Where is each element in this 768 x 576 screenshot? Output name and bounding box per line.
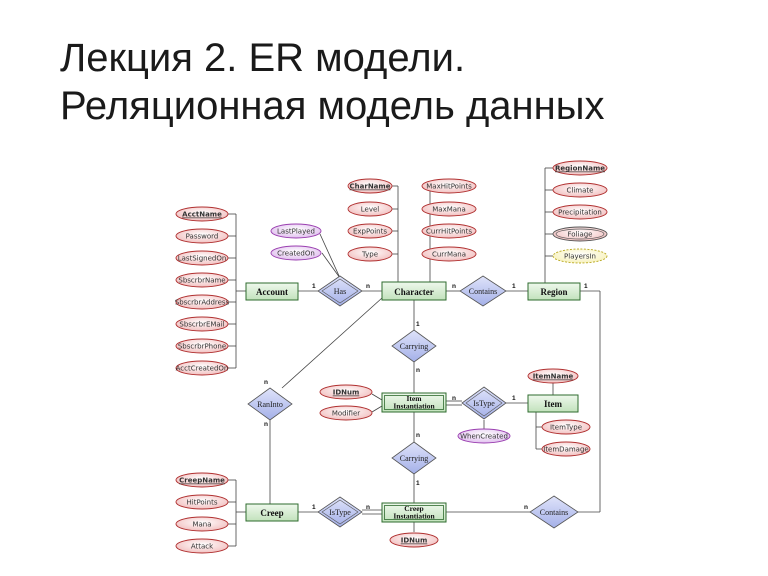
attr-lastsignedon: LastSignedOn xyxy=(178,255,227,263)
attr-itemname: ItemName xyxy=(533,373,574,381)
card-carrying-character: 1 xyxy=(416,321,420,328)
attributes-item-instantiation: IDNum Modifier xyxy=(319,384,373,421)
slide-title: Лекция 2. ER модели. Реляционная модель … xyxy=(60,34,740,130)
attributes-istype-item: WhenCreated xyxy=(457,428,511,444)
entity-region: Region xyxy=(527,282,581,301)
attributes-account: AcctName Password LastSignedOn SbscrbrNa… xyxy=(175,206,230,376)
attr-sbscrbraddress: SbscrbrAddress xyxy=(175,299,230,307)
attr-mana: Mana xyxy=(192,521,211,529)
attr-acctname: AcctName xyxy=(182,211,222,219)
relationship-contains-bottom: Contains xyxy=(529,495,579,529)
relationship-contains-top-label: Contains xyxy=(469,287,497,296)
attr-acctcreatedon: AcctCreatedOn xyxy=(176,365,229,373)
card-istype2-creepinst: n xyxy=(366,504,370,511)
attr-creepname: CreepName xyxy=(179,477,225,485)
attr-itemdamage: ItemDamage xyxy=(543,446,588,454)
attr-idnum-item: IDNum xyxy=(333,389,360,397)
attr-itemtype: ItemType xyxy=(550,424,582,432)
entity-character: Character xyxy=(381,281,447,301)
attr-climate: Climate xyxy=(567,187,594,195)
entity-account: Account xyxy=(245,282,299,301)
card-has-account: 1 xyxy=(312,283,316,290)
attr-whencreated: WhenCreated xyxy=(460,433,508,441)
attr-currhitpoints: CurrHitPoints xyxy=(426,228,472,236)
card-istype2-creep: 1 xyxy=(312,504,316,511)
attr-precipitation: Precipitation xyxy=(558,209,602,217)
entity-creep: Creep xyxy=(245,503,299,522)
attr-currmana: CurrMana xyxy=(432,251,466,259)
card-contains2-creepinst: n xyxy=(524,504,528,511)
relationship-istype-creep: IsType xyxy=(317,496,363,528)
card-has-character: n xyxy=(366,283,370,290)
attr-password: Password xyxy=(186,233,219,241)
attr-level: Level xyxy=(361,206,380,214)
entity-creep-label: Creep xyxy=(260,508,283,518)
attributes-has: LastPlayed CreatedOn xyxy=(270,223,322,261)
attr-sbscrbrphone: SbscrbrPhone xyxy=(178,343,226,351)
attributes-character-left: CharName Level ExpPoints Type xyxy=(347,178,393,262)
attr-attack: Attack xyxy=(191,543,214,551)
attr-hitpoints: HitPoints xyxy=(187,499,218,507)
card-contains2-region: 1 xyxy=(584,283,588,290)
attr-idnum-creep: IDNum xyxy=(401,537,428,545)
connector-lines xyxy=(228,167,601,547)
attr-sbscrbrname: SbscrbrName xyxy=(178,277,225,285)
slide-title-line2: Реляционная модель данных xyxy=(60,84,605,128)
relationship-contains-bottom-label: Contains xyxy=(540,508,568,517)
attr-regionname: RegionName xyxy=(555,165,605,173)
relationship-contains-top: Contains xyxy=(459,275,507,307)
entity-region-label: Region xyxy=(541,287,568,297)
attr-maxmana: MaxMana xyxy=(432,206,466,214)
card-contains-character: n xyxy=(452,283,456,290)
attr-exppoints: ExpPoints xyxy=(353,228,387,236)
cardinalities: 1 n n 1 1 n n n n 1 n 1 1 n n 1 xyxy=(264,283,588,511)
attr-maxhitpoints: MaxHitPoints xyxy=(426,183,472,191)
card-contains-region: 1 xyxy=(512,283,516,290)
card-carrying-item: n xyxy=(416,367,420,374)
relationship-istype-creep-label: IsType xyxy=(329,508,351,517)
attr-createdon: CreatedOn xyxy=(277,250,315,258)
attr-lastplayed: LastPlayed xyxy=(277,228,315,236)
card-carrying2-creepinst: 1 xyxy=(416,480,420,487)
relationship-has-label: Has xyxy=(334,287,346,296)
attributes-creep-instantiation: IDNum xyxy=(389,532,439,548)
relationship-carrying-bottom-label: Carrying xyxy=(400,454,428,463)
relationship-raninto-label: RanInto xyxy=(257,400,283,409)
card-istype-iteminst: n xyxy=(452,395,456,402)
attributes-creep: CreepName HitPoints Mana Attack xyxy=(175,472,229,554)
attributes-character-right: MaxHitPoints MaxMana CurrHitPoints CurrM… xyxy=(421,178,477,262)
card-carrying2-iteminst: n xyxy=(416,432,420,439)
card-istype-item: 1 xyxy=(512,395,516,402)
entity-character-label: Character xyxy=(394,287,433,297)
attr-modifier: Modifier xyxy=(332,410,360,418)
card-raninto-account: n xyxy=(264,379,268,386)
attr-foliage: Foliage xyxy=(568,231,593,239)
relationship-carrying-top-label: Carrying xyxy=(400,342,428,351)
attributes-item: ItemName ItemType ItemDamage xyxy=(527,368,591,457)
attr-type: Type xyxy=(361,251,378,259)
attr-charname: CharName xyxy=(350,183,391,191)
entity-account-label: Account xyxy=(256,287,288,297)
attr-playersin: PlayersIn xyxy=(564,253,596,261)
relationship-carrying-top: Carrying xyxy=(391,329,437,363)
attr-sbscrbremail: SbscrbrEMail xyxy=(179,321,224,329)
relationship-istype-item: IsType xyxy=(461,386,507,420)
relationship-raninto: RanInto xyxy=(247,387,293,421)
attributes-region: RegionName Climate Precipitation Foliage… xyxy=(552,160,608,264)
relationship-istype-item-label: IsType xyxy=(473,399,495,408)
slide-title-line1: Лекция 2. ER модели. xyxy=(60,36,466,80)
entity-item: Item xyxy=(527,394,579,413)
card-raninto-creep: n xyxy=(264,421,268,428)
entity-item-label: Item xyxy=(544,399,562,409)
relationship-carrying-bottom: Carrying xyxy=(391,441,437,475)
relationship-has: Has xyxy=(317,275,363,307)
